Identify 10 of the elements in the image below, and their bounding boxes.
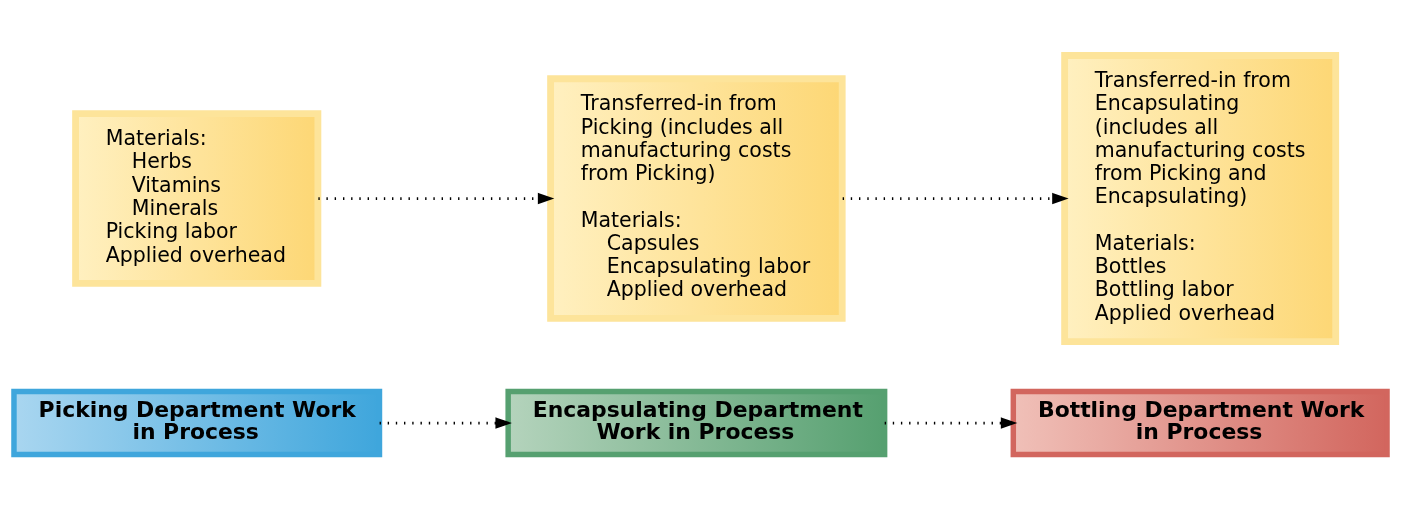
node-box: Bottling Department Work in Process [1010, 388, 1390, 458]
node-box: Transferred-in from Picking (includes all manufacturing costs from Picking) Materials: Capsules Encapsulating labor Applied overhead [547, 75, 846, 322]
node-box: Materials: Herbs Vitamins Minerals Picking labor Applied overhead [72, 110, 322, 287]
arrow [842, 192, 1069, 205]
arrow [884, 417, 1018, 429]
arrow [379, 417, 512, 429]
arrow [318, 192, 555, 205]
node-box: Picking Department Work in Process [11, 388, 383, 458]
node-box: Transferred-in from Encapsulating (includes all manufacturing costs from Picking and Encapsulating) Materials: Bottles Bottling labor Applied overhead [1061, 52, 1340, 345]
node-box: Encapsulating Department Work in Process [505, 388, 888, 458]
